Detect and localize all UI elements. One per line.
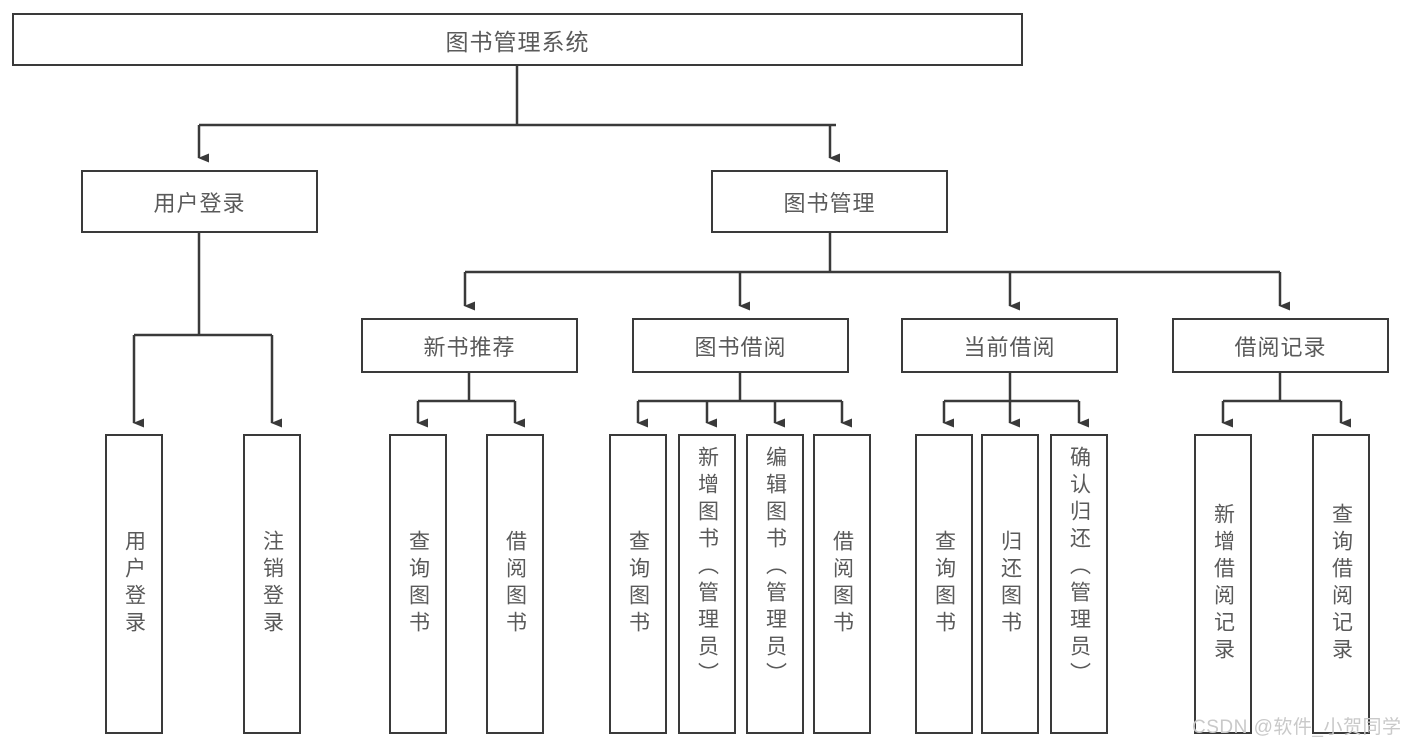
node-borrow-record-label: 借阅记录 [1234, 334, 1327, 360]
leaf-current-borrow-query-label: 查询图书 [932, 530, 956, 638]
leaf-new-book-borrow[interactable]: 借阅图书 [486, 434, 544, 734]
node-borrow-record[interactable]: 借阅记录 [1172, 318, 1389, 373]
node-user-login-label: 用户登录 [153, 190, 246, 216]
node-new-book-recommend[interactable]: 新书推荐 [361, 318, 578, 373]
leaf-current-borrow-return-label: 归还图书 [998, 530, 1022, 638]
node-book-borrow-label: 图书借阅 [694, 334, 787, 360]
leaf-user-login-login[interactable]: 用户登录 [105, 434, 163, 734]
node-book-borrow[interactable]: 图书借阅 [632, 318, 849, 373]
leaf-borrow-record-query[interactable]: 查询借阅记录 [1312, 434, 1370, 734]
leaf-book-borrow-edit-label: 编辑图书（管理员） [763, 446, 787, 689]
leaf-user-login-login-label: 用户登录 [122, 530, 146, 638]
node-new-book-recommend-label: 新书推荐 [423, 334, 516, 360]
node-user-login[interactable]: 用户登录 [81, 170, 318, 233]
leaf-current-borrow-confirm[interactable]: 确认归还（管理员） [1050, 434, 1108, 734]
leaf-user-login-logout-label: 注销登录 [260, 530, 284, 638]
node-root[interactable]: 图书管理系统 [12, 13, 1023, 66]
leaf-current-borrow-return[interactable]: 归还图书 [981, 434, 1039, 734]
leaf-new-book-borrow-label: 借阅图书 [503, 530, 527, 638]
node-current-borrow-label: 当前借阅 [963, 334, 1056, 360]
csdn-watermark: CSDN @软件_小贺同学 [1192, 717, 1402, 738]
leaf-book-borrow-add[interactable]: 新增图书（管理员） [678, 434, 736, 734]
leaf-new-book-query-label: 查询图书 [406, 530, 430, 638]
leaf-book-borrow-query[interactable]: 查询图书 [609, 434, 667, 734]
leaf-book-borrow-borrow-label: 借阅图书 [830, 530, 854, 638]
leaf-book-borrow-borrow[interactable]: 借阅图书 [813, 434, 871, 734]
leaf-current-borrow-query[interactable]: 查询图书 [915, 434, 973, 734]
leaf-borrow-record-add-label: 新增借阅记录 [1211, 503, 1235, 665]
leaf-current-borrow-confirm-label: 确认归还（管理员） [1067, 446, 1091, 689]
node-root-label: 图书管理系统 [445, 28, 590, 55]
leaf-book-borrow-add-label: 新增图书（管理员） [695, 446, 719, 689]
leaf-new-book-query[interactable]: 查询图书 [389, 434, 447, 734]
node-book-management[interactable]: 图书管理 [711, 170, 948, 233]
leaf-borrow-record-query-label: 查询借阅记录 [1329, 503, 1353, 665]
leaf-user-login-logout[interactable]: 注销登录 [243, 434, 301, 734]
leaf-borrow-record-add[interactable]: 新增借阅记录 [1194, 434, 1252, 734]
leaf-book-borrow-edit[interactable]: 编辑图书（管理员） [746, 434, 804, 734]
leaf-book-borrow-query-label: 查询图书 [626, 530, 650, 638]
node-book-management-label: 图书管理 [783, 190, 876, 216]
node-current-borrow[interactable]: 当前借阅 [901, 318, 1118, 373]
